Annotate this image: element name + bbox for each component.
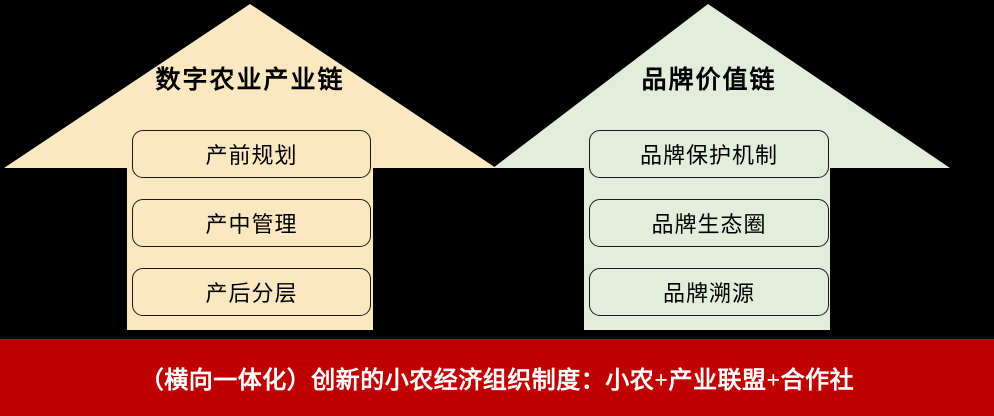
brand-value-chain-arrow: 品牌价值链 品牌保护机制 品牌生态圈 品牌溯源 [466, 0, 952, 332]
chain-box-label: 品牌保护机制 [639, 143, 778, 168]
chain-box-post-production[interactable]: 产后分层 [132, 268, 371, 316]
chain-box-brand-protection[interactable]: 品牌保护机制 [589, 130, 829, 178]
chain-box-brand-traceability[interactable]: 品牌溯源 [589, 268, 829, 316]
chain-box-label: 产后分层 [205, 281, 298, 306]
chain-box-label: 产前规划 [205, 143, 298, 168]
chain-box-label: 品牌生态圈 [651, 212, 767, 237]
chain-box-brand-ecosystem[interactable]: 品牌生态圈 [589, 199, 829, 247]
up-arrow-shape-right [466, 0, 952, 332]
chain-box-pre-production[interactable]: 产前规划 [132, 130, 371, 178]
chain-box-label: 产中管理 [205, 212, 298, 237]
brand-value-chain-list: 品牌保护机制 品牌生态圈 品牌溯源 [589, 130, 829, 316]
chain-box-in-production[interactable]: 产中管理 [132, 199, 371, 247]
bottom-banner: （横向一体化）创新的小农经济组织制度：小农+产业联盟+合作社 [0, 339, 994, 416]
chain-box-label: 品牌溯源 [662, 281, 755, 306]
digital-agriculture-chain-arrow: 数字农业产业链 产前规划 产中管理 产后分层 [0, 0, 500, 332]
up-arrow-shape-left [0, 0, 500, 332]
digital-agriculture-chain-list: 产前规划 产中管理 产后分层 [132, 130, 371, 316]
bottom-banner-text: （横向一体化）创新的小农经济组织制度：小农+产业联盟+合作社 [139, 368, 855, 394]
brand-value-chain-title: 品牌价值链 [641, 67, 777, 94]
digital-agriculture-chain-title: 数字农业产业链 [155, 67, 345, 94]
